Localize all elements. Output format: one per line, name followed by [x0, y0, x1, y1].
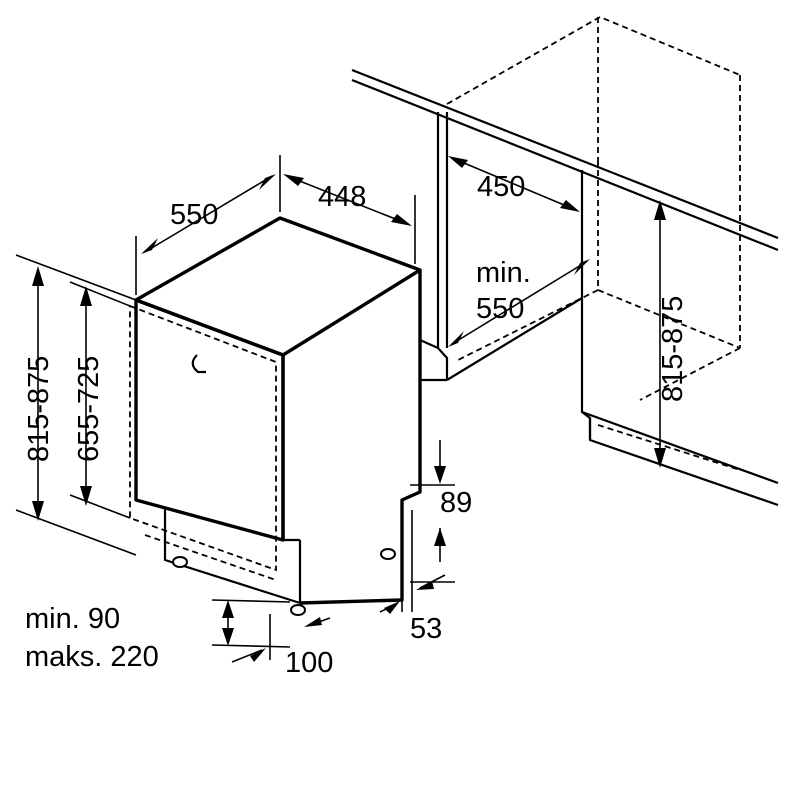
- dim-unit-depth: [135, 155, 281, 295]
- dim-plinth-53-label: 53: [410, 613, 442, 645]
- dim-door-height-label: 655-725: [73, 356, 105, 462]
- dim-plinth-max-label: maks. 220: [25, 641, 159, 673]
- countertop: [351, 68, 779, 252]
- dim-overall-height-label: 815-875: [23, 356, 55, 462]
- dim-unit-depth-label: 550: [170, 199, 218, 231]
- dim-foot-offset: [231, 614, 331, 663]
- dim-niche-height: [654, 200, 666, 468]
- dim-niche-width-label: 450: [477, 171, 525, 203]
- foot-front-right: [290, 604, 306, 616]
- dim-plinth-range: [211, 599, 291, 648]
- niche-dashed-outline: [446, 16, 741, 471]
- dim-niche-depth: [448, 259, 590, 347]
- dim-plinth-min-label: min. 90: [25, 603, 120, 635]
- dishwasher-body: [129, 216, 422, 616]
- dim-unit-width-label: 448: [318, 181, 366, 213]
- dim-niche-depth-value: 550: [476, 293, 524, 325]
- dim-niche-width: [448, 156, 580, 212]
- niche-side-panel: [418, 112, 779, 507]
- dim-plinth-89-label: 89: [440, 487, 472, 519]
- door-handle-icon: [191, 354, 206, 374]
- foot-front-left: [172, 556, 188, 568]
- dim-unit-width: [283, 174, 416, 264]
- dim-niche-depth-min: min.: [476, 257, 531, 289]
- dim-foot-offset-label: 100: [285, 647, 333, 679]
- dim-overall-height: [15, 254, 137, 556]
- dim-door-height: [69, 281, 131, 519]
- foot-rear-right: [380, 548, 396, 560]
- dim-plinth-53: [379, 500, 446, 614]
- dim-niche-height-label: 815-875: [657, 296, 689, 402]
